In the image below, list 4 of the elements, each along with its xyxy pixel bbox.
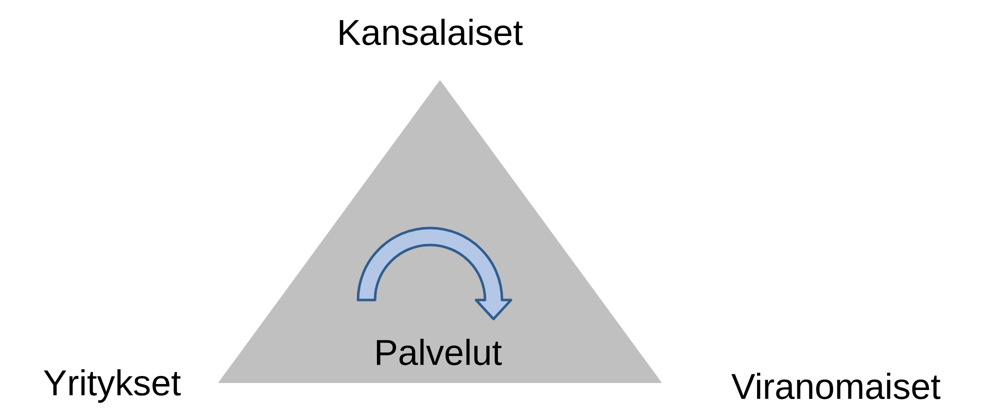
triangle: Palvelut (218, 80, 662, 383)
corner-label: Yritykset (44, 369, 181, 403)
corner-label: Viranomaiset (731, 372, 940, 400)
corner-label: Kansalaiset (340, 18, 523, 46)
